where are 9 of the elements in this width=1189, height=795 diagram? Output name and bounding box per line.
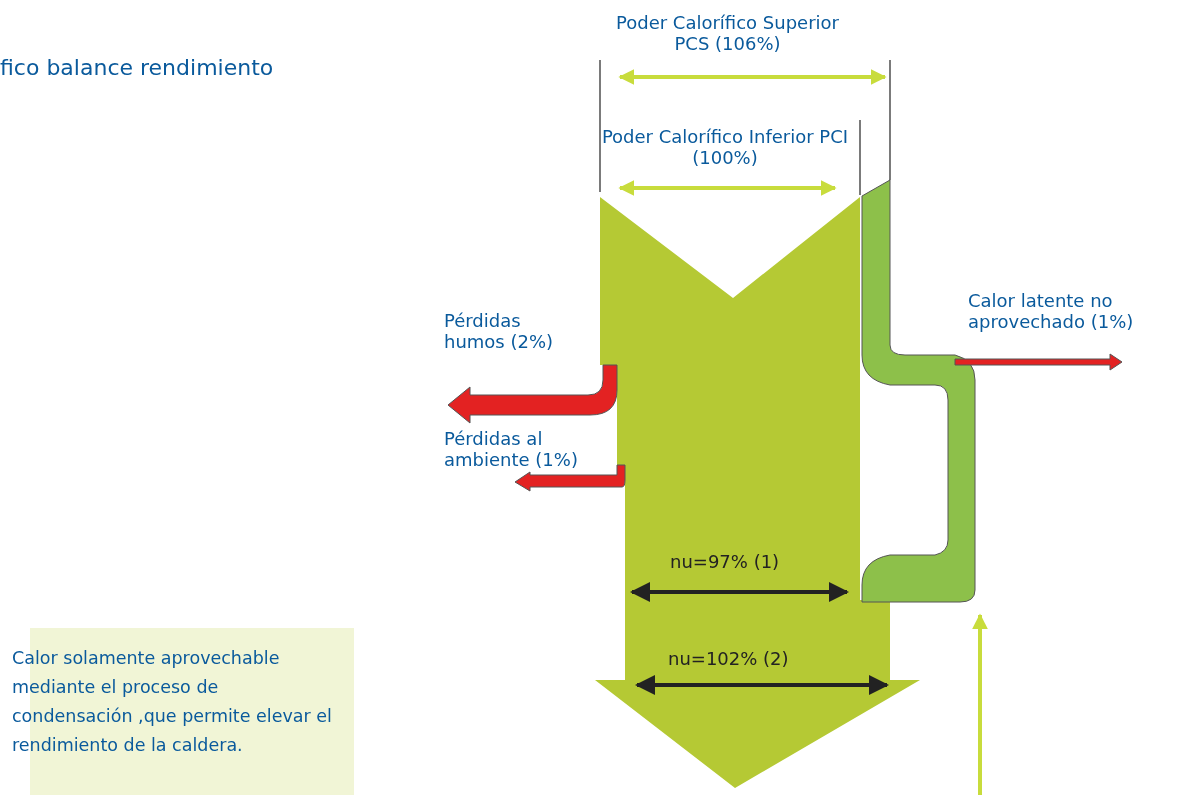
note-panel: Calor solamente aprovechable mediante el proceso de condensación ,que permite elevar el rendimiento de la caldera.	[12, 628, 354, 795]
flow-label: Poder Calorífico Inferior PCI (100%)	[600, 126, 850, 168]
efficiency-label: nu=97% (1)	[670, 551, 781, 572]
flow-label: Poder Calorífico Superior PCS (106%)	[615, 12, 840, 54]
flow-label: Pérdidas al ambiente (1%)	[444, 428, 579, 470]
flow-label: Calor latente no aprovechado (1%)	[968, 290, 1135, 332]
efficiency-label: nu=102% (2)	[668, 648, 790, 669]
flow-label: Pérdidas humos (2%)	[444, 310, 555, 352]
page-title: fico balance rendimiento	[0, 55, 275, 81]
